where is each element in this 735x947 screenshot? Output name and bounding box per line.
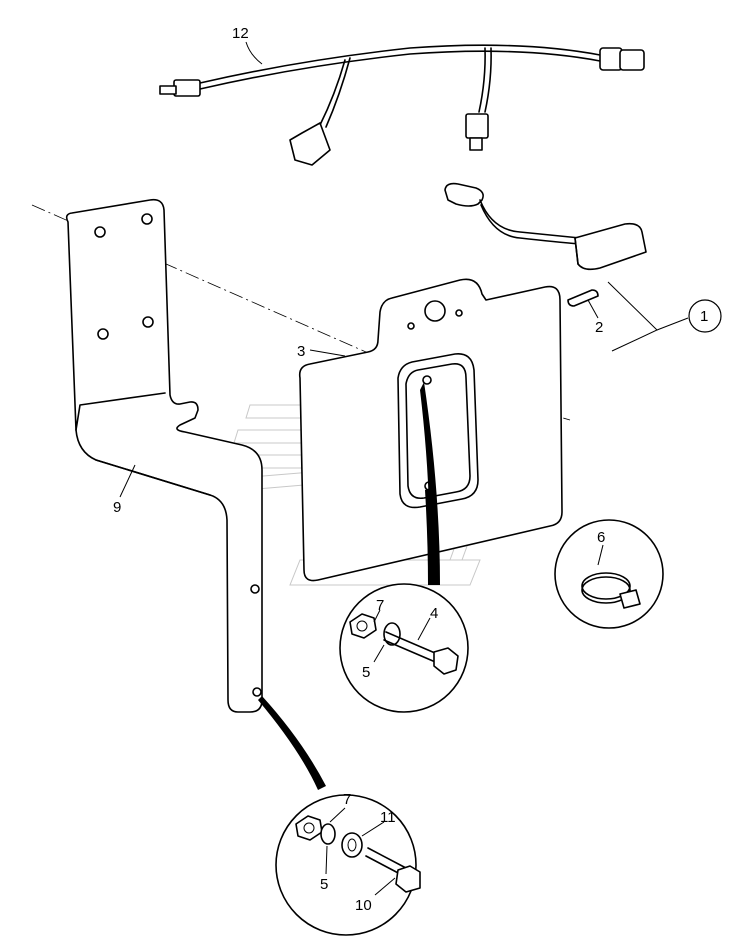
callout-4: 4 [430,605,438,622]
callout-3: 3 [297,343,305,360]
mounting-bracket [65,198,263,713]
leader-lines [119,41,604,896]
callout-7a: 7 [376,597,384,614]
callout-5a: 5 [362,664,370,681]
callout-1-leaders [607,281,722,352]
plate-holder [298,278,563,582]
callout-12: 12 [232,25,249,42]
callout-11: 11 [380,809,396,826]
fastener-detail-upper [339,382,469,713]
callout-9: 9 [113,499,121,516]
fastener-detail-lower [258,696,421,936]
callout-10: 10 [355,897,372,914]
callout-labels: 12 1 2 3 9 6 7 4 5 7 11 5 10 [113,25,708,914]
callout-1: 1 [700,308,708,325]
wiring-harness [159,44,645,166]
clamp-detail [554,519,664,629]
plate-lamp [444,182,647,271]
bulb [567,289,599,307]
callout-7b: 7 [343,791,351,808]
callout-2: 2 [595,319,603,336]
callout-6: 6 [597,529,605,546]
callout-5b: 5 [320,876,328,893]
